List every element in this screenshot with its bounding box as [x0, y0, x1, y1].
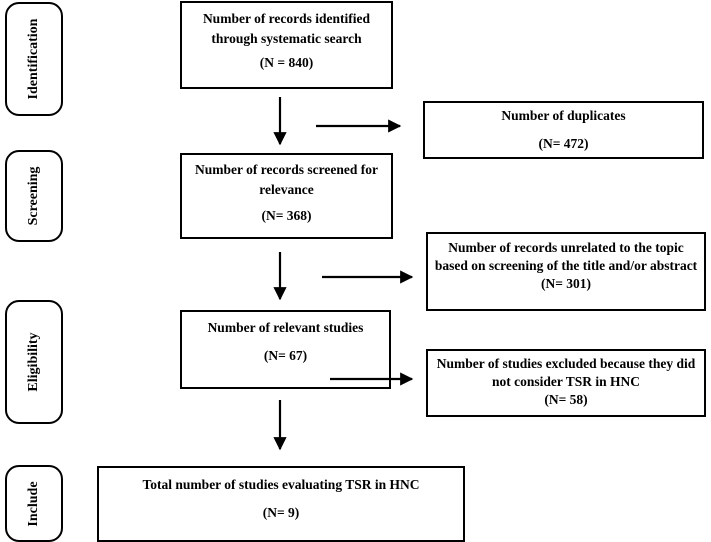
stage-include: Include — [5, 465, 63, 542]
box-records-screened: Number of records screened for relevance… — [180, 153, 393, 239]
stage-screening: Screening — [5, 150, 63, 242]
box-excluded-studies: Number of studies excluded because they … — [426, 349, 706, 417]
box-unrelated-records-label: Number of records unrelated to the topic… — [434, 240, 698, 273]
box-relevant-studies: Number of relevant studies (N= 67) — [180, 310, 391, 389]
box-relevant-studies-label: Number of relevant studies — [207, 320, 364, 335]
box-unrelated-records: Number of records unrelated to the topic… — [426, 232, 706, 311]
box-total-studies-label: Total number of studies evaluating TSR i… — [142, 477, 420, 492]
box-records-identified-count: (N = 840) — [259, 55, 314, 70]
box-relevant-studies-count: (N= 67) — [263, 348, 308, 363]
box-excluded-studies-count: (N= 58) — [544, 392, 588, 407]
box-total-studies: Total number of studies evaluating TSR i… — [97, 466, 465, 542]
box-duplicates: Number of duplicates (N= 472) — [423, 101, 704, 159]
box-records-identified-label: Number of records identified through sys… — [202, 11, 371, 46]
box-records-identified: Number of records identified through sys… — [180, 1, 393, 89]
box-duplicates-label: Number of duplicates — [501, 108, 626, 123]
stage-identification: Identification — [5, 2, 63, 116]
box-records-screened-count: (N= 368) — [261, 208, 312, 223]
box-unrelated-records-count: (N= 301) — [540, 276, 592, 291]
stage-eligibility: Eligibility — [5, 300, 63, 424]
box-duplicates-count: (N= 472) — [538, 136, 589, 151]
box-total-studies-count: (N= 9) — [262, 505, 300, 520]
box-excluded-studies-label: Number of studies excluded because they … — [436, 356, 696, 389]
box-records-screened-label: Number of records screened for relevance — [195, 162, 378, 197]
